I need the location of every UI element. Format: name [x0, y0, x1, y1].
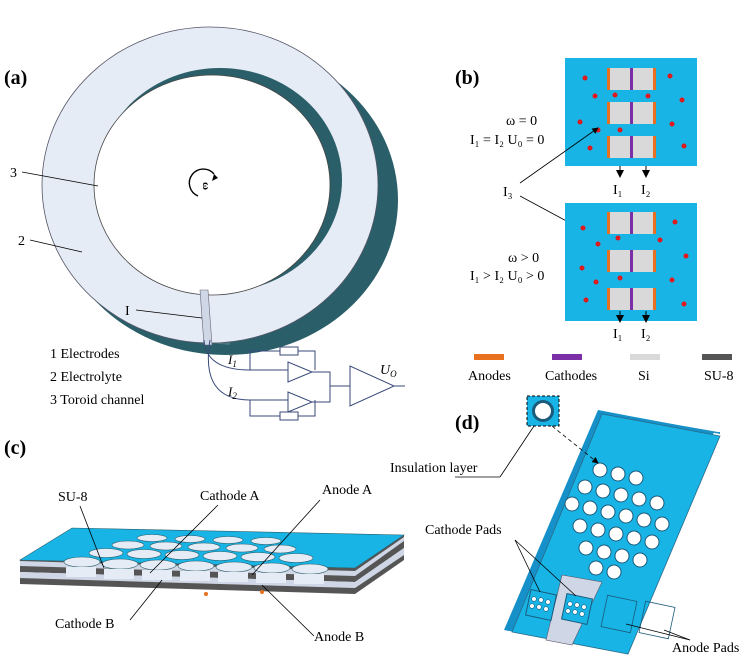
ions-bottom [579, 219, 689, 307]
top-condition-omega: ω = 0 [506, 114, 537, 129]
chip-bottom [565, 203, 697, 323]
electrode-stack-bottom [607, 212, 656, 310]
su8-label: SU-8 [58, 490, 88, 505]
cathode-a-label: Cathode A [200, 489, 260, 504]
insulation-inset [499, 395, 599, 478]
circuit-i1: I1 [227, 352, 237, 369]
toroid-ring [41, 26, 398, 355]
circuit-i2: I2 [227, 384, 237, 401]
top-i1: I₁ [613, 183, 623, 198]
cathode-pads-leader-2 [514, 539, 577, 597]
legend-electrolyte: 2 Electrolyte [50, 370, 122, 385]
electrode-stack-top [607, 68, 656, 158]
panel-a: (a) ω 3 2 I 1 Electrodes 2 Elec [4, 26, 405, 421]
cathode-pads-label: Cathode Pads [425, 523, 502, 538]
legend-electrodes: 1 Electrodes [50, 347, 120, 362]
circuit-output: UO [380, 363, 397, 379]
panel-d-label: (d) [455, 412, 479, 434]
cathode-b-label: Cathode B [55, 617, 115, 632]
top-i2: I₂ [641, 183, 651, 198]
cathode-pads-leader-1 [514, 539, 541, 593]
panel-b: (b) I₁ I₂ ω = 0 I₁ = I₂ U₀ [455, 58, 734, 384]
legend-si: Si [638, 369, 650, 384]
cathode-a-leader [149, 504, 219, 574]
panel-d: (d) [390, 395, 739, 656]
hole-array [564, 462, 670, 580]
legend-cathodes: Cathodes [545, 369, 597, 384]
omega-symbol: ω [200, 182, 212, 190]
callout-3: 3 [10, 166, 17, 181]
anode-pads-leader-1 [625, 623, 691, 641]
anode-a-label: Anode A [322, 483, 373, 498]
rotation-indicator: ω [188, 168, 218, 197]
legend-anodes: Anodes [468, 369, 511, 384]
callout-2: 2 [18, 234, 25, 249]
bottom-condition-omega: ω > 0 [508, 251, 539, 266]
electrode-stack-3d [18, 527, 405, 596]
material-legend: Anodes Cathodes Si SU-8 [468, 354, 734, 384]
legend-su8: SU-8 [704, 369, 734, 384]
callout-3-line [21, 171, 99, 187]
panel-a-label: (a) [4, 67, 27, 89]
bottom-i1: I₁ [613, 327, 623, 342]
callout-1: I [125, 304, 130, 319]
anode-pads-label: Anode Pads [672, 641, 739, 656]
anode-pads-leader-2 [663, 629, 691, 641]
su8-leader [79, 505, 105, 569]
cathode-b-leader [129, 579, 163, 621]
bottom-condition-currents: I₁ > I₂ U₀ > 0 [470, 269, 544, 284]
i3-arrow-top [519, 127, 599, 184]
panel-c: (c) [4, 437, 405, 645]
anode-b-leader [261, 584, 315, 637]
insulation-layer-label: Insulation layer [390, 461, 478, 476]
chip-top [565, 58, 697, 178]
anode-pad-group [600, 594, 676, 640]
panel-b-label: (b) [455, 67, 479, 89]
anode-a-leader [251, 499, 321, 576]
bottom-i2: I₂ [641, 327, 651, 342]
legend-toroid-channel: 3 Toroid channel [50, 393, 145, 408]
panel-c-label: (c) [4, 437, 26, 459]
callout-1-line [135, 309, 203, 319]
callout-2-line [29, 239, 83, 253]
cathode-pad-group [524, 574, 603, 646]
i3-label: I₃ [503, 185, 513, 200]
top-condition-currents: I₁ = I₂ U₀ = 0 [470, 133, 544, 148]
chip-board [504, 410, 721, 655]
readout-circuit [203, 339, 405, 421]
anode-b-label: Anode B [314, 630, 364, 645]
